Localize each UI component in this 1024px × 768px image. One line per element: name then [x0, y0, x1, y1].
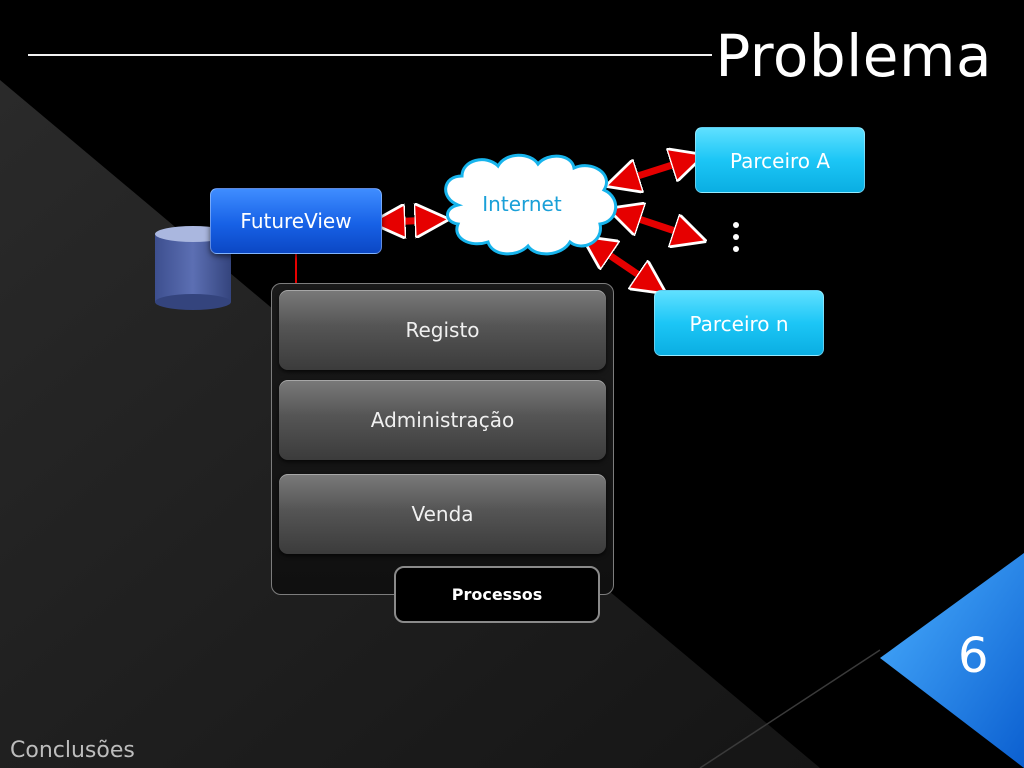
slide-title: Problema: [715, 22, 992, 90]
title-rule: [28, 54, 712, 56]
arrow-futureview-internet: [388, 220, 432, 222]
slide-number: 6: [958, 628, 989, 684]
process-venda: Venda: [279, 474, 606, 554]
arrow-internet-others: [624, 214, 690, 236]
process-registo: Registo: [279, 290, 606, 370]
ellipsis-dot: [733, 234, 739, 240]
internet-cloud: [444, 153, 617, 256]
ellipsis-dot: [733, 222, 739, 228]
internet-label: Internet: [482, 192, 562, 216]
slide-number-corner: [880, 553, 1024, 768]
process-administracao: Administração: [279, 380, 606, 460]
parceiro-a-box: Parceiro A: [695, 127, 865, 193]
parceiro-n-box: Parceiro n: [654, 290, 824, 356]
arrow-internet-parceiro-a: [622, 160, 688, 181]
footer-section-label: Conclusões: [10, 738, 135, 763]
processes-label: Processos: [394, 566, 600, 623]
arrow-internet-parceiro-n: [596, 246, 652, 284]
more-partners-ellipsis: [733, 222, 741, 258]
ellipsis-dot: [733, 246, 739, 252]
futureview-box: FutureView: [210, 188, 382, 254]
